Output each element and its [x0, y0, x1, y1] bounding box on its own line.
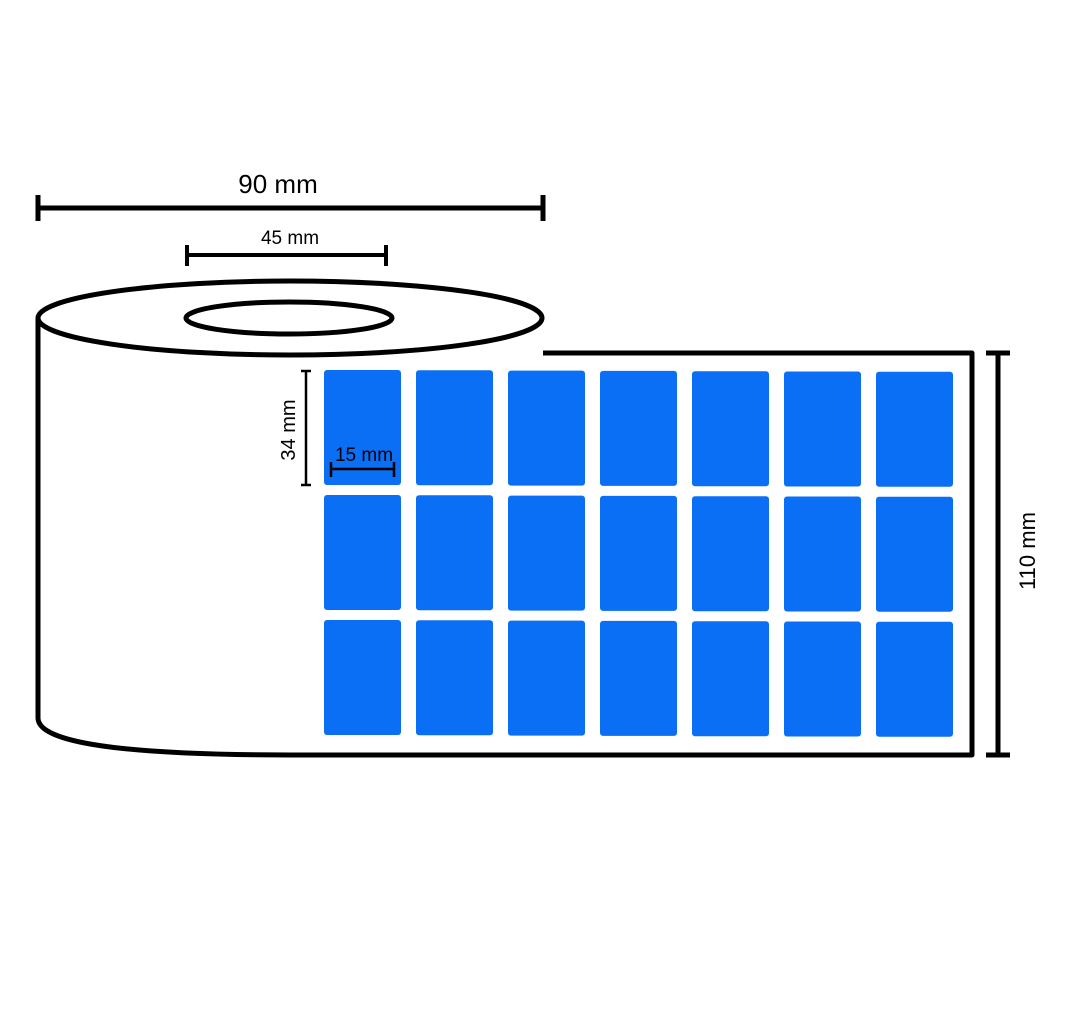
label-r2-c6 — [784, 496, 861, 612]
label-r2-c1 — [324, 495, 401, 610]
label-height-dimension: 34 mm — [278, 369, 311, 487]
label-r2-c2 — [416, 495, 493, 611]
label-r1-c4 — [600, 370, 677, 486]
core-diameter-label: 45 mm — [261, 228, 319, 249]
label-r1-c1 — [324, 370, 401, 485]
label-width-label: 15 mm — [335, 445, 393, 466]
label-r3-c4 — [600, 620, 677, 736]
roll-width-label: 90 mm — [238, 169, 317, 199]
label-r3-c3 — [508, 620, 585, 736]
label-height-label: 34 mm — [278, 399, 300, 460]
roll-body-outline — [35, 318, 975, 758]
label-r3-c5 — [692, 621, 769, 737]
label-r1-c6 — [784, 371, 861, 487]
labels-grid — [324, 370, 953, 737]
label-r3-c1 — [324, 620, 401, 735]
label-r1-c7 — [876, 371, 953, 487]
label-r3-c7 — [876, 621, 953, 737]
label-r3-c2 — [416, 620, 493, 736]
core-diameter-dimension: 45 mm — [185, 228, 388, 266]
liner-width-dimension: 110 mm — [986, 350, 1040, 758]
label-roll — [35, 278, 975, 758]
roll-width-dimension: 90 mm — [35, 169, 546, 221]
core-hole — [183, 299, 395, 337]
liner-width-label: 110 mm — [1015, 512, 1040, 590]
roll-top-ellipse — [35, 278, 545, 358]
label-r2-c7 — [876, 496, 953, 612]
label-r1-c3 — [508, 370, 585, 486]
label-r2-c5 — [692, 496, 769, 612]
label-width-dimension: 15 mm — [329, 445, 396, 477]
label-r1-c5 — [692, 371, 769, 487]
label-r2-c4 — [600, 495, 677, 611]
label-r2-c3 — [508, 495, 585, 611]
label-r1-c2 — [416, 370, 493, 486]
label-r3-c6 — [784, 621, 861, 737]
